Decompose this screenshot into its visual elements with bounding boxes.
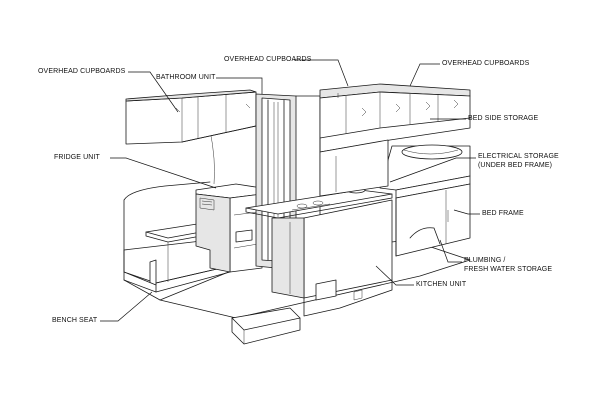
label-bed-frame: BED FRAME <box>482 210 524 217</box>
label-fridge-unit: FRIDGE UNIT <box>54 154 100 161</box>
label-plumbing: PLUMBING / <box>464 257 506 264</box>
label-overhead-cupboards-right: OVERHEAD CUPBOARDS <box>442 60 530 67</box>
leader-lines <box>100 59 480 322</box>
overhead-cupboards-left-shape <box>125 89 257 145</box>
label-bathroom-unit: BATHROOM UNIT <box>156 74 216 81</box>
bed-frame-shape <box>379 144 471 257</box>
label-overhead-cupboards-left: OVERHEAD CUPBOARDS <box>38 68 126 75</box>
label-electrical-storage-sub: (UNDER BED FRAME) <box>478 162 553 169</box>
kitchen-unit-shape <box>245 139 393 317</box>
label-electrical-storage: ELECTRICAL STORAGE <box>478 153 559 160</box>
label-bed-side-storage: BED SIDE STORAGE <box>468 115 539 122</box>
label-fresh-water-storage: FRESH WATER STORAGE <box>464 266 553 273</box>
overhead-cupboards-right-shape <box>319 83 471 153</box>
label-overhead-cupboards-center: OVERHEAD CUPBOARDS <box>224 56 312 63</box>
label-kitchen-unit: KITCHEN UNIT <box>416 281 467 288</box>
label-bench-seat: BENCH SEAT <box>52 317 98 324</box>
